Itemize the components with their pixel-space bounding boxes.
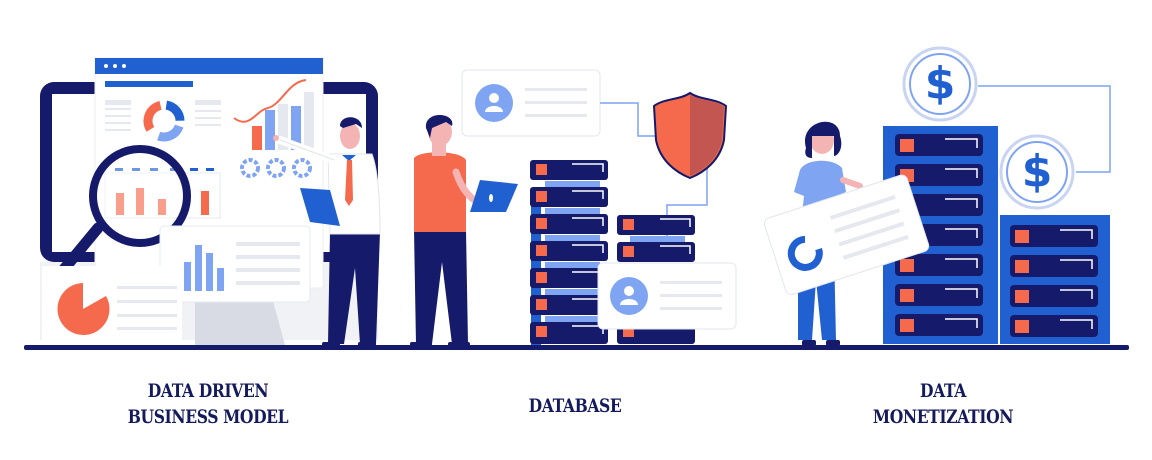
bar-chart-card xyxy=(159,225,311,303)
dollar-sign-icon: $ xyxy=(1021,146,1053,197)
businessman-figure xyxy=(273,117,381,347)
server-rack-monetization-small xyxy=(1000,215,1110,344)
caption-line: BUSINESS MODEL xyxy=(127,406,289,428)
panel-database xyxy=(410,69,737,347)
server-unit xyxy=(530,160,608,187)
user-card-top xyxy=(461,69,601,137)
dollar-coin-icon xyxy=(902,46,978,122)
caption-data-monetization: DATA MONETIZATION xyxy=(820,378,1066,430)
server-rack-monetization xyxy=(883,126,998,344)
caption-line: DATA DRIVEN xyxy=(147,380,269,402)
user-card-bottom xyxy=(597,262,737,330)
shield-icon xyxy=(652,91,728,180)
panel-data-driven-business-model xyxy=(40,57,381,347)
pie-chart-card xyxy=(42,266,182,342)
ring-icons xyxy=(240,158,312,178)
report-card xyxy=(763,174,930,295)
server-rack-tall xyxy=(530,160,608,346)
dollar-sign-icon: $ xyxy=(924,58,956,109)
man-with-laptop-figure xyxy=(410,115,518,347)
caption-line: DATABASE xyxy=(528,395,622,417)
ground-line xyxy=(24,345,1129,350)
caption-database: DATABASE xyxy=(452,393,698,419)
dollar-coin-icon xyxy=(999,134,1075,210)
grid-chart xyxy=(104,168,221,219)
caption-line: MONETIZATION xyxy=(872,406,1014,428)
panel-data-monetization xyxy=(763,46,1111,346)
caption-line: DATA xyxy=(920,380,966,402)
caption-data-driven-business-model: DATA DRIVEN BUSINESS MODEL xyxy=(85,378,331,430)
growth-chart-icon xyxy=(233,79,314,150)
